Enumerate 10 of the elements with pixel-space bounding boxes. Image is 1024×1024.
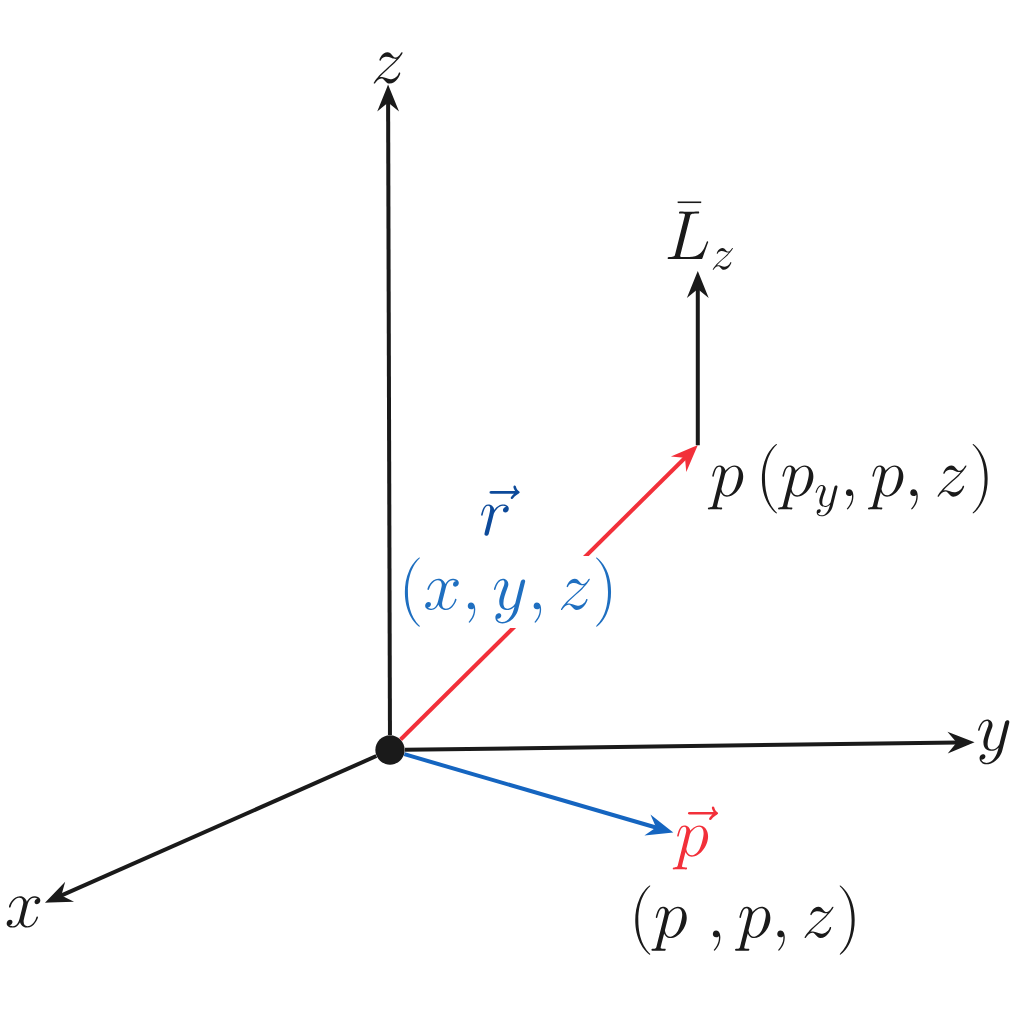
- point-label: $p\left(p_y,p,z\right)$: [707, 444, 988, 517]
- coordinate-label: $(x,y,z)$: [397, 556, 619, 628]
- coordinate-label: $(p\;,p,z)$: [635, 885, 855, 955]
- axis-label: $y$: [978, 719, 1010, 765]
- vector-label: $\bar{L}_z$: [667, 201, 733, 270]
- axis-label: $z$: [373, 52, 403, 84]
- vector-label: $\vec{p}$: [672, 806, 719, 870]
- axis-label: $x$: [6, 896, 41, 928]
- origin-point: [375, 735, 405, 765]
- vector-label: $\vec{r}$: [481, 485, 520, 536]
